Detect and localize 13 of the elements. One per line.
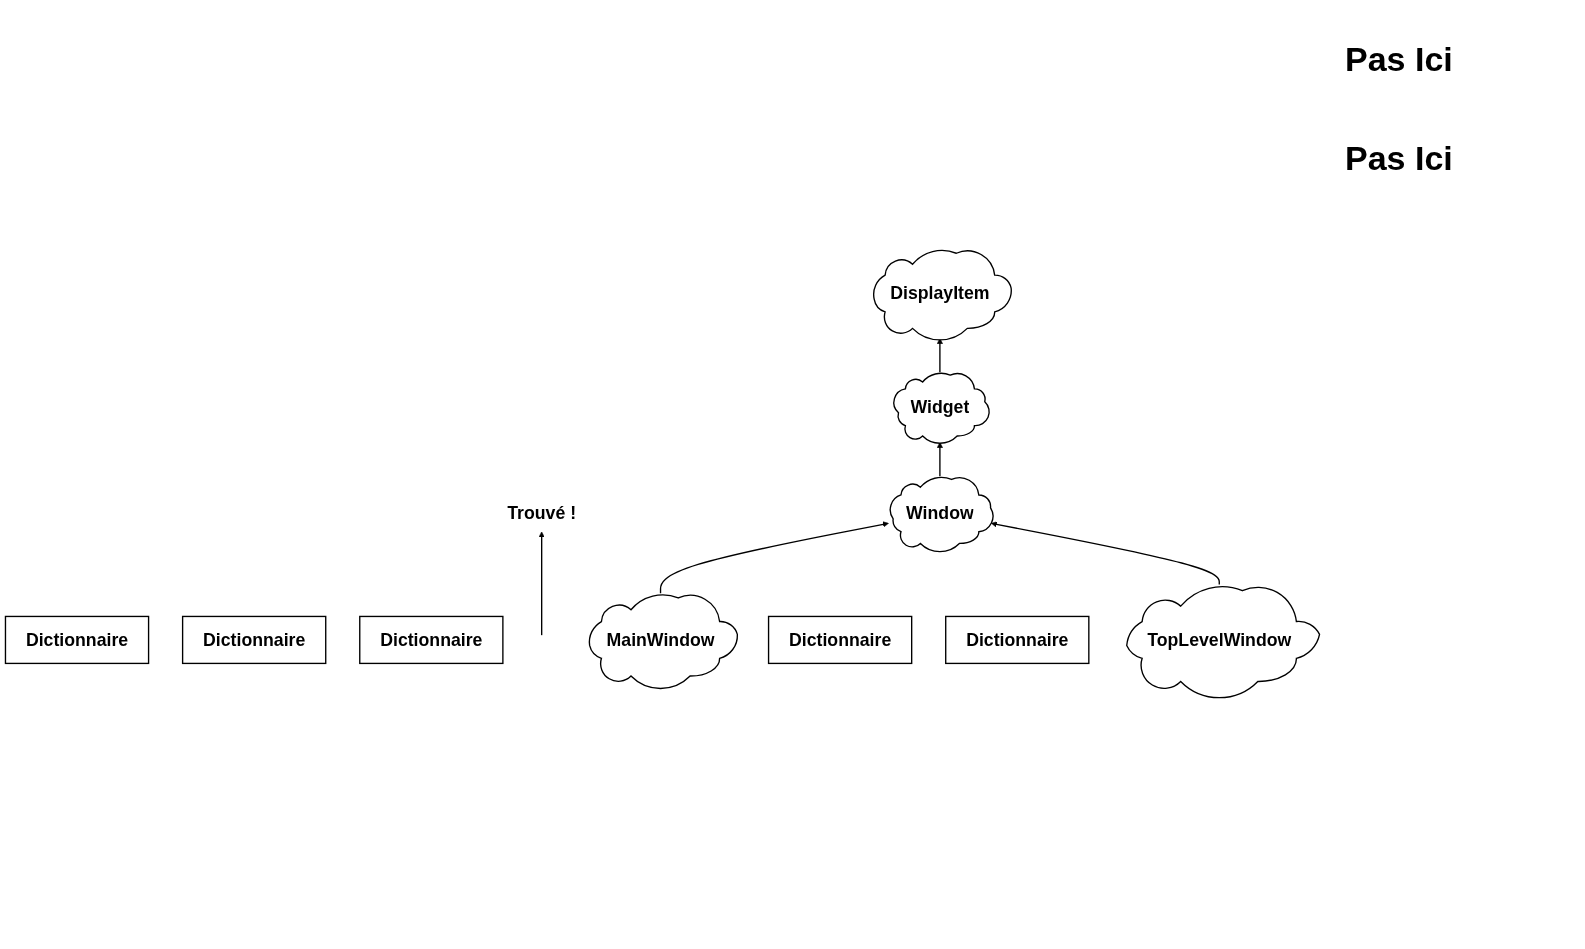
node-box: Dictionnaire <box>945 616 1090 665</box>
arrow <box>538 531 545 637</box>
arrow <box>991 521 1220 586</box>
note-text: Pas Ici <box>1345 139 1454 178</box>
node-box: Dictionnaire <box>767 616 913 665</box>
note-text: Pas Ici <box>1345 40 1454 79</box>
node-box: Dictionnaire <box>4 616 150 665</box>
arrow <box>936 338 943 374</box>
node-text: Trouvé ! <box>507 503 577 524</box>
arrow <box>659 521 889 595</box>
arrow <box>936 442 943 478</box>
node-box: Dictionnaire <box>359 616 504 665</box>
node-box: Dictionnaire <box>181 616 327 665</box>
